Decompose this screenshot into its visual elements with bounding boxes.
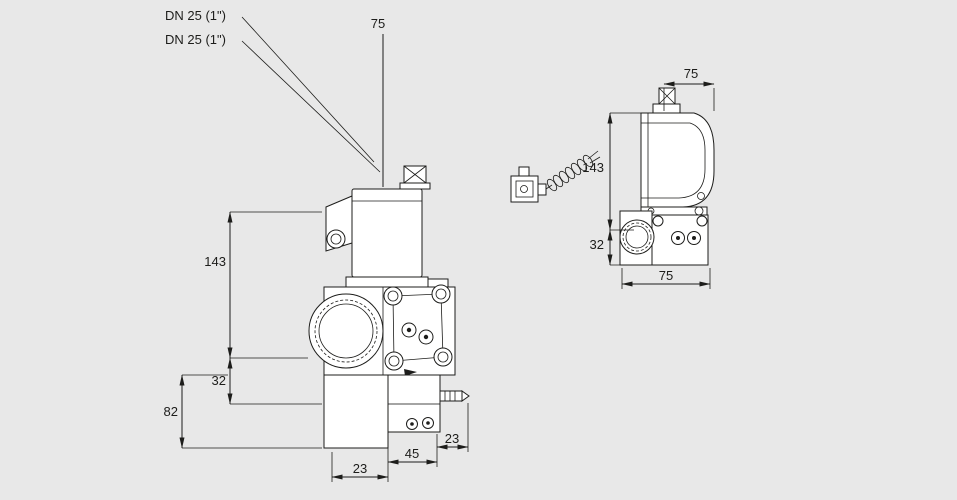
side-flange	[619, 210, 655, 266]
cable-connector-drawing	[510, 150, 601, 203]
dim-23-right	[436, 403, 469, 452]
mounting-bracket	[325, 195, 353, 252]
side-screw	[439, 390, 470, 402]
dim-75-top-side	[663, 81, 715, 111]
main-dim-23-left-label: 23	[353, 461, 367, 476]
side-dim-143-label: 143	[582, 160, 604, 175]
cover-outline	[640, 112, 715, 208]
dim-143-main	[227, 211, 322, 359]
flange-outer-circle	[308, 293, 384, 369]
dn-leader-lines	[241, 16, 381, 173]
main-dim-143-label: 143	[204, 254, 226, 269]
side-dim-75-bottom-label: 75	[659, 268, 673, 283]
dim-75-bottom-side	[621, 268, 711, 289]
dn-label-1: DN 25 (1")	[165, 8, 226, 23]
side-valve-drawing	[619, 87, 715, 266]
inlet-flange	[308, 293, 384, 369]
flow-arrow	[404, 369, 417, 376]
bottom-block	[323, 374, 441, 449]
main-dim-75-top-label: 75	[371, 16, 385, 31]
actuator-cylinder	[351, 188, 423, 278]
main-valve-drawing	[308, 165, 470, 449]
dim-32-main	[227, 357, 322, 405]
actuator	[345, 165, 431, 288]
main-dim-82-label: 82	[164, 404, 178, 419]
connector-body	[510, 175, 539, 203]
side-dimensions: 75 143 32 75	[582, 66, 715, 289]
dn-label-2: DN 25 (1")	[165, 32, 226, 47]
dim-82-main	[179, 374, 322, 449]
main-dim-32-label: 32	[212, 373, 226, 388]
main-dim-45-label: 45	[405, 446, 419, 461]
dim-143-side	[607, 112, 650, 231]
dim-23-left	[331, 436, 389, 482]
dim-32-side	[607, 229, 646, 266]
side-body	[651, 214, 709, 266]
side-dim-75-top-label: 75	[684, 66, 698, 81]
coiled-cable	[545, 150, 601, 192]
side-dim-32-label: 32	[590, 237, 604, 252]
solenoid-cover	[640, 112, 715, 208]
main-dimensions: DN 25 (1") DN 25 (1") 75 143 32 82 23	[164, 8, 469, 482]
main-dim-23-right-label: 23	[445, 431, 459, 446]
din-connector	[510, 166, 547, 203]
dim-45-bottom	[387, 434, 438, 467]
side-actuator-cap	[652, 87, 681, 114]
